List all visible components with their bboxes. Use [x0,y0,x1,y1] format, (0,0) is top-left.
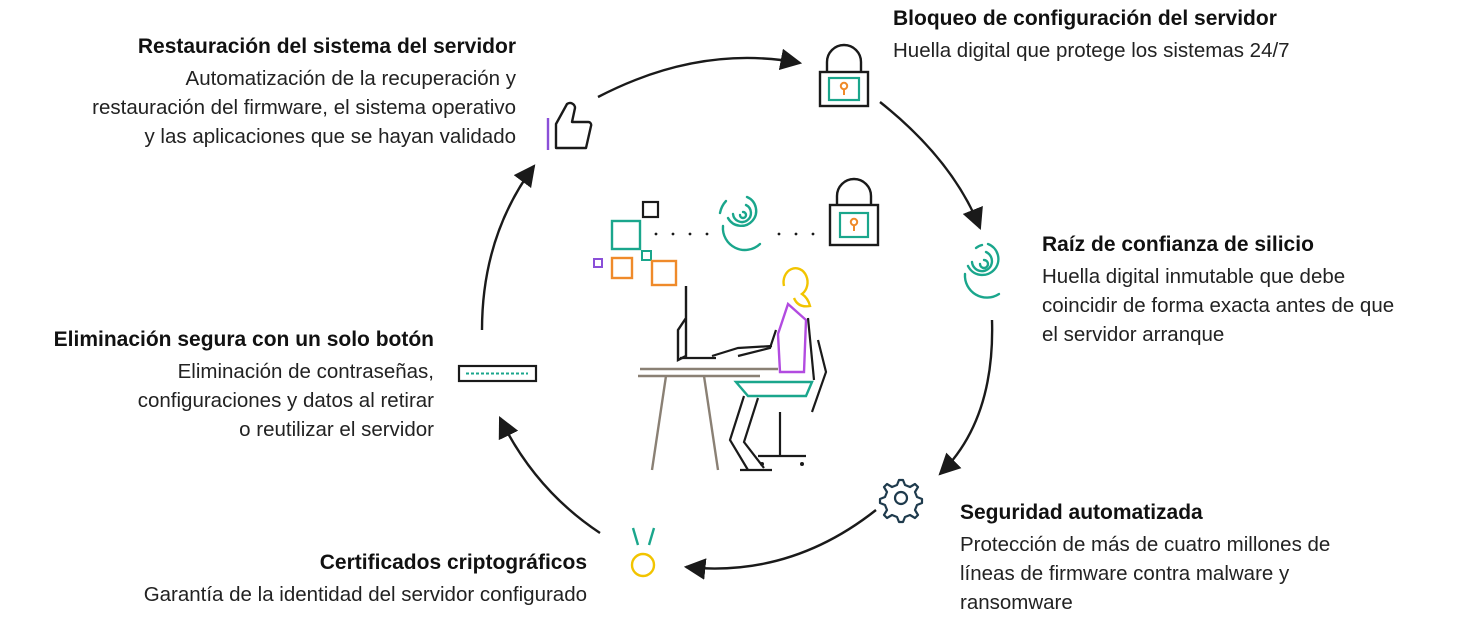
step-silicon-root: Raíz de confianza de silicio Huella digi… [1042,232,1457,349]
gear-icon [878,478,924,524]
step-description: Huella digital que protege los sistemas … [893,39,1290,62]
cycle-arrow [480,164,536,331]
step-automated-security: Seguridad automatizada Protección de más… [960,500,1450,622]
step-description: Automatización de la recuperación y rest… [92,67,516,148]
thumbs-up-icon [546,101,593,150]
cycle-arrow [879,101,983,231]
server-drive-icon [457,364,538,383]
step-secure-erase: Eliminación segura con un solo botón Eli… [4,327,434,444]
step-crypto-certificates: Certificados criptográficos Garantía de … [10,550,587,609]
step-description: Protección de más de cuatro millones de … [960,533,1331,614]
center-illustration [593,177,880,472]
step-description: Huella digital inmutable que debe coinci… [1042,265,1395,346]
step-title: Certificados criptográficos [319,551,587,574]
step-description: Garantía de la identidad del servidor co… [143,583,587,606]
step-title: Eliminación segura con un solo botón [53,328,434,351]
step-config-lock: Bloqueo de configuración del servidor Hu… [893,6,1453,65]
step-system-restore: Restauración del sistema del servidor Au… [4,34,516,151]
step-title: Restauración del sistema del servidor [137,35,516,58]
cycle-arrow [597,48,803,99]
cycle-arrow [498,416,601,535]
fingerprint-icon [963,242,1001,299]
cycle-arrow [683,509,877,580]
step-title: Raíz de confianza de silicio [1042,233,1314,256]
medal-icon [630,527,656,578]
step-title: Bloqueo de configuración del servidor [893,7,1277,30]
step-description: Eliminación de contraseñas, configuracio… [137,360,434,441]
step-title: Seguridad automatizada [960,501,1203,524]
padlock-icon [818,43,870,108]
cycle-arrow [938,319,994,476]
